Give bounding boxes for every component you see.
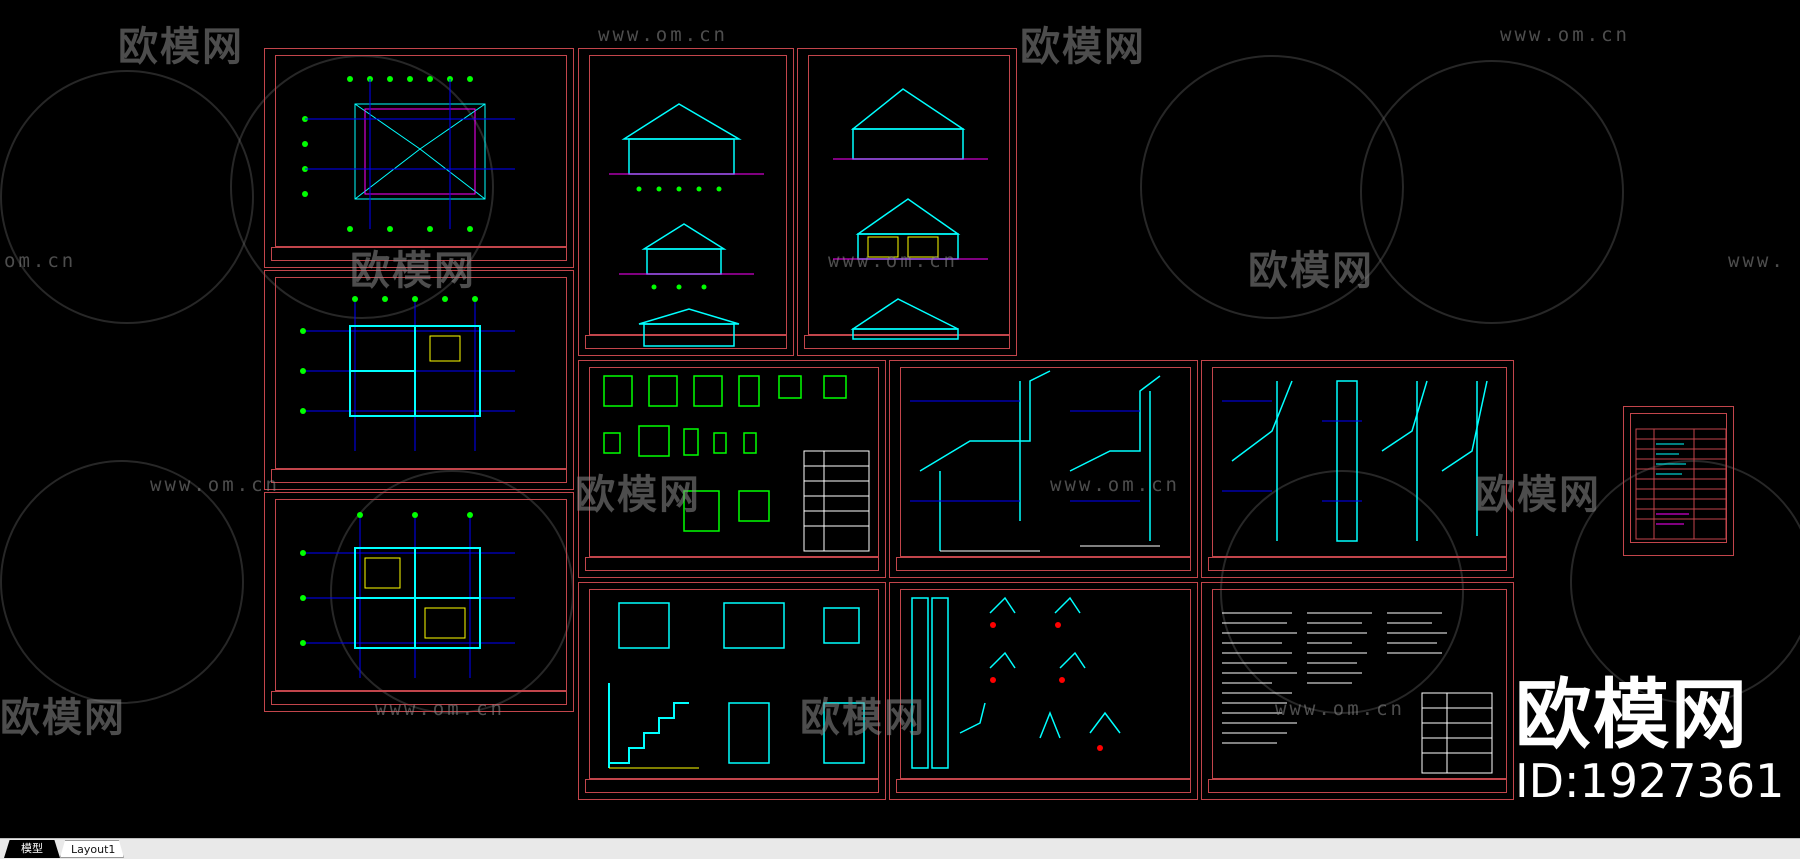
drawing-sheet-design-notes[interactable]	[1201, 582, 1514, 800]
watermark-url: www.om.cn	[1275, 698, 1405, 720]
node-detail-drawing	[911, 596, 1121, 769]
sheet-frame	[589, 367, 879, 557]
sheet-frame	[589, 55, 787, 335]
sheet-title-block	[896, 557, 1191, 571]
sheet-title-block	[1208, 779, 1507, 793]
drawing-sheet-first-floor-plan[interactable]	[264, 492, 574, 712]
tab-layout1[interactable]: Layout1	[60, 840, 124, 858]
drawing-sheet-roof-plan[interactable]	[264, 48, 574, 268]
floor-plan-drawing	[300, 512, 515, 678]
sheet-frame	[900, 367, 1191, 557]
tab-model[interactable]: 模型	[4, 840, 60, 858]
sheet-frame	[275, 277, 567, 469]
watermark-url: www.om.cn	[828, 250, 958, 272]
watermark-ring	[230, 55, 494, 319]
watermark-url-prefix-fragment: www.	[1728, 250, 1786, 272]
sheet-frame	[589, 589, 879, 779]
sheet-frame	[808, 55, 1010, 335]
sheet-frame	[275, 55, 567, 247]
cad-model-space[interactable]: 欧模网 欧模网 www.om.cn www.om.cn om.cn 欧模网 ww…	[0, 0, 1800, 838]
drawing-sheet-wall-section-a[interactable]	[889, 360, 1198, 578]
section-drawing	[833, 88, 988, 340]
watermark-logo: 欧模网	[0, 695, 126, 741]
watermark-url: www.om.cn	[598, 24, 728, 46]
elevation-drawing	[609, 103, 764, 347]
floor-plan-drawing	[300, 296, 515, 451]
watermark-url-fragment: om.cn	[4, 250, 77, 272]
watermark-logo: 欧模网	[800, 695, 926, 741]
watermark-logo: 欧模网	[1020, 24, 1146, 70]
brand-title: 欧模网	[1515, 670, 1749, 759]
watermark-logo: 欧模网	[350, 248, 476, 294]
layout-tab-bar: 模型 Layout1	[0, 838, 1800, 859]
sheet-title-block	[585, 779, 879, 793]
sheet-frame	[900, 589, 1191, 779]
sheet-frame	[1212, 367, 1507, 557]
watermark-url: www.om.cn	[1050, 474, 1180, 496]
watermark-ring	[1220, 470, 1464, 714]
sheet-title-block	[271, 469, 567, 483]
watermark-ring	[0, 70, 254, 324]
watermark-ring	[1570, 460, 1800, 704]
watermark-url: www.om.cn	[150, 474, 280, 496]
sheet-title-block	[585, 335, 787, 349]
wall-section-drawing	[1222, 380, 1488, 542]
drawing-index-table	[1635, 428, 1727, 540]
drawing-sheet-wall-section-b[interactable]	[1201, 360, 1514, 578]
sheet-title-block	[271, 247, 567, 261]
roof-plan-drawing	[302, 76, 515, 232]
drawing-sheet-second-floor-plan[interactable]	[264, 270, 574, 490]
drawing-sheet-drawing-index[interactable]	[1623, 406, 1734, 556]
brand-overlay: 欧模网 ID:1927361	[1515, 670, 1785, 808]
sheet-title-block	[896, 779, 1191, 793]
sheet-title-block	[1208, 557, 1507, 571]
drawing-sheet-elevations-sections[interactable]	[797, 48, 1017, 356]
sheet-title-block	[804, 335, 1010, 349]
door-window-schedule-drawing	[603, 375, 870, 552]
drawing-sheet-node-details[interactable]	[889, 582, 1198, 800]
watermark-url: www.om.cn	[375, 698, 505, 720]
watermark-logo: 欧模网	[575, 472, 701, 518]
drawing-sheet-elevations-a[interactable]	[578, 48, 794, 356]
stair-detail-drawing	[608, 602, 865, 769]
sheet-title-block	[585, 557, 879, 571]
watermark-logo: 欧模网	[1248, 248, 1374, 294]
watermark-ring	[0, 460, 244, 704]
watermark-logo: 欧模网	[1475, 472, 1601, 518]
model-id-label: ID:1927361	[1515, 754, 1785, 808]
watermark-logo: 欧模网	[118, 24, 244, 70]
sheet-frame	[1212, 589, 1507, 779]
watermark-url: www.om.cn	[1500, 24, 1630, 46]
wall-section-drawing	[910, 370, 1161, 552]
sheet-frame	[275, 499, 567, 691]
watermark-ring	[1360, 60, 1624, 324]
sheet-title-block	[271, 691, 567, 705]
drawing-sheet-doors-windows[interactable]	[578, 360, 886, 578]
drawing-sheet-stair-details[interactable]	[578, 582, 886, 800]
design-notes-drawing	[1222, 612, 1493, 774]
